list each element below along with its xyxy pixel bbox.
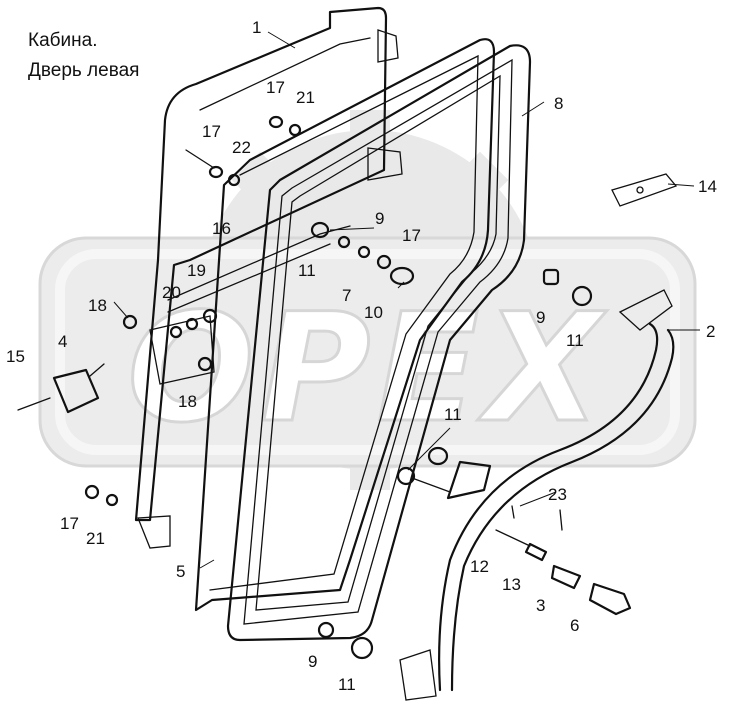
callout-3: 3 [536, 596, 545, 615]
callout-21-b: 21 [86, 529, 105, 548]
crossbar-lower [167, 243, 331, 313]
callout-6: 6 [570, 616, 579, 635]
diagram-title-line-2: Дверь левая [28, 60, 140, 81]
part-8-door-seal [226, 44, 532, 642]
diagram-title-line-1: Кабина. [28, 30, 98, 51]
part-5-door-frame [194, 38, 496, 612]
callout-17-b: 17 [202, 122, 221, 141]
part-1-inner-edge [199, 37, 371, 111]
part-8-seal-inner [243, 58, 513, 625]
callout-5: 5 [176, 562, 185, 581]
callout-19: 19 [187, 261, 206, 280]
callout-18-a: 18 [88, 296, 107, 315]
callout-9-b: 9 [536, 308, 545, 327]
lock-plate [149, 315, 215, 385]
part-15-bolt [17, 397, 51, 411]
part-1-outer-frame [134, 6, 388, 522]
part-5-inner-edge [209, 54, 479, 591]
crossbar [167, 225, 351, 301]
callout-17-c: 17 [402, 226, 421, 245]
callout-23: 23 [548, 485, 567, 504]
part-1-hinge-upper [377, 29, 399, 63]
callout-4: 4 [58, 332, 67, 351]
part-2-handrail [438, 322, 659, 692]
callout-17-d: 17 [60, 514, 79, 533]
callout-15: 15 [6, 347, 25, 366]
watermark: OPEX [38, 110, 697, 490]
part-14-bracket [611, 173, 678, 207]
callouts: 1 2 3 4 5 6 7 8 9 9 9 10 11 11 11 11 12 … [6, 18, 717, 694]
callout-16: 16 [212, 219, 231, 238]
callout-22: 22 [232, 138, 251, 157]
callout-11-c: 11 [444, 405, 462, 424]
callout-13: 13 [502, 575, 521, 594]
fasteners [84, 115, 632, 660]
callout-12: 12 [470, 557, 489, 576]
leader-lines [113, 31, 700, 569]
callout-9-a: 9 [375, 209, 384, 228]
callout-20: 20 [162, 283, 181, 302]
callout-10: 10 [364, 303, 383, 322]
watermark-plate [38, 236, 697, 468]
callout-17-a: 17 [266, 78, 285, 97]
part-4-latch [52, 368, 100, 414]
part-2-lower-bracket [399, 649, 437, 701]
callout-11-a: 11 [298, 261, 316, 280]
callout-2: 2 [706, 322, 715, 341]
part-1-hinge-lower [367, 147, 403, 181]
callout-14: 14 [698, 177, 717, 196]
callout-7: 7 [342, 286, 351, 305]
callout-11-d: 11 [338, 675, 356, 694]
callout-21-a: 21 [296, 88, 315, 107]
callout-1: 1 [252, 18, 261, 37]
callout-9-c: 9 [308, 652, 317, 671]
part-8-seal-inner-2 [255, 74, 501, 611]
callout-8: 8 [554, 94, 563, 113]
part-1-bottom-bracket [137, 515, 171, 549]
callout-18-b: 18 [178, 392, 197, 411]
part-2-upper-bracket [618, 289, 673, 331]
callout-11-b: 11 [566, 331, 584, 350]
part-4-lever [89, 363, 105, 377]
